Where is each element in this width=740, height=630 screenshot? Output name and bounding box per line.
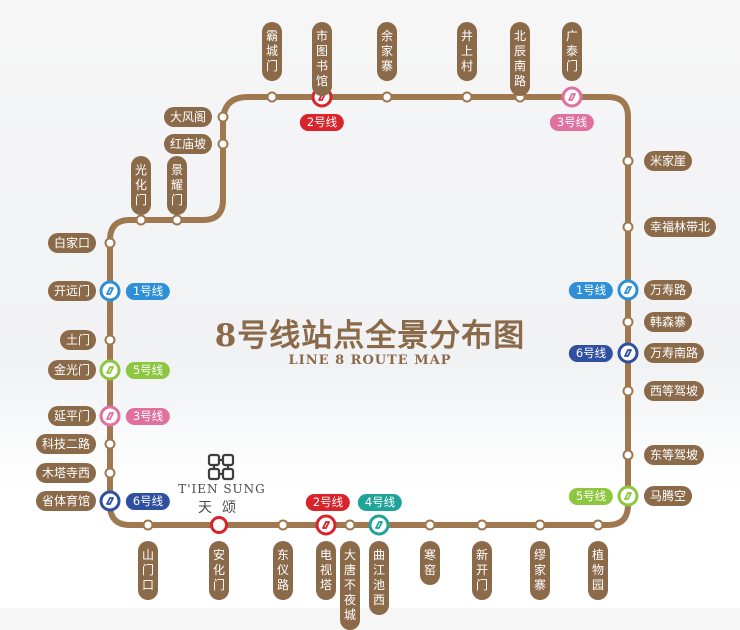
station-label: 万寿路 — [644, 280, 693, 300]
station-dot — [424, 519, 436, 531]
station-labels: 霸城门 市图书馆 余家寨 井上村 北辰南路 广泰门 大风阁 红庙坡 光化门 景耀… — [35, 22, 717, 630]
station-label: 井上村 — [457, 22, 477, 81]
station-label: 广泰门 — [562, 22, 582, 81]
station-label: 金光门 — [47, 360, 96, 380]
transfer-icon — [561, 86, 583, 108]
station-label: 白家口 — [47, 233, 96, 253]
station-label: 景耀门 — [167, 156, 187, 215]
station-label: 万寿南路 — [644, 343, 705, 363]
station-dot — [135, 214, 147, 226]
line2-badge: 2号线 — [299, 114, 345, 131]
transfer-icon — [617, 485, 639, 507]
station-label: 电视塔 — [316, 541, 336, 600]
station-dot — [104, 334, 116, 346]
line1-badge: 1号线 — [125, 283, 171, 300]
station-dot — [381, 91, 393, 103]
line6-badge: 6号线 — [125, 493, 171, 510]
station-label: 大风阁 — [163, 107, 212, 127]
station-dot — [104, 438, 116, 450]
line5-badge: 5号线 — [568, 488, 614, 505]
transfer-icon — [99, 405, 121, 427]
station-label: 科技二路 — [35, 434, 96, 454]
transfer-icon — [368, 514, 390, 536]
line3-badge: 3号线 — [549, 114, 595, 131]
station-label: 市图书馆 — [312, 22, 332, 96]
station-label: 安化门 — [209, 541, 229, 600]
station-label: 大唐不夜城 — [340, 541, 360, 630]
map-subtitle: LINE 8 ROUTE MAP — [288, 353, 452, 368]
tiensung-knot-logo — [207, 453, 235, 481]
brand-name-cn: 天颂 — [198, 500, 246, 516]
station-dot — [476, 519, 488, 531]
station-label: 开远门 — [47, 281, 96, 301]
station-label: 光化门 — [131, 156, 151, 215]
station-label: 东仪路 — [273, 541, 293, 600]
station-dot — [534, 519, 546, 531]
station-label: 省体育馆 — [35, 491, 96, 511]
transfer-icon — [617, 342, 639, 364]
transfer-icon — [99, 490, 121, 512]
station-dot — [622, 155, 634, 167]
station-dot — [622, 316, 634, 328]
station-dot — [217, 138, 229, 150]
station-dot — [344, 519, 356, 531]
highlight-station-anhuamen — [210, 516, 228, 534]
station-dot — [461, 91, 473, 103]
transfer-icon — [99, 280, 121, 302]
station-dot — [104, 467, 116, 479]
station-dot — [592, 519, 604, 531]
transfer-icon — [617, 279, 639, 301]
station-label: 曲江池西 — [369, 541, 389, 615]
station-label: 霸城门 — [262, 22, 282, 81]
station-dot — [142, 519, 154, 531]
station-label: 马腾空 — [644, 486, 693, 506]
line1-badge: 1号线 — [568, 282, 614, 299]
station-dot — [266, 91, 278, 103]
station-label: 东等驾坡 — [644, 445, 705, 465]
transfer-icon — [315, 514, 337, 536]
station-label: 西等驾坡 — [644, 381, 705, 401]
line4-badge: 4号线 — [357, 494, 403, 511]
line5-badge: 5号线 — [125, 362, 171, 379]
station-dot — [622, 385, 634, 397]
station-dot — [622, 221, 634, 233]
station-label: 寒窑 — [420, 541, 440, 585]
station-dot — [622, 449, 634, 461]
station-dot — [277, 519, 289, 531]
station-dot — [104, 237, 116, 249]
transfer-icon — [99, 359, 121, 381]
station-label: 幸福林带北 — [644, 217, 717, 237]
map-title: 8号线站点全景分布图 — [214, 318, 526, 354]
line2-badge: 2号线 — [305, 494, 351, 511]
station-label: 北辰南路 — [510, 22, 530, 96]
line3-badge: 3号线 — [125, 408, 171, 425]
station-dot — [217, 111, 229, 123]
station-label: 红庙坡 — [163, 134, 212, 154]
station-dot — [171, 214, 183, 226]
station-label: 延平门 — [47, 406, 96, 426]
station-label: 山门口 — [138, 541, 158, 600]
station-label: 木塔寺西 — [35, 463, 96, 483]
station-label: 余家寨 — [377, 22, 397, 81]
station-label: 新开门 — [472, 541, 492, 600]
station-label: 米家崖 — [644, 151, 693, 171]
station-label: 植物园 — [588, 541, 608, 600]
line6-badge: 6号线 — [568, 345, 614, 362]
station-label: 土门 — [59, 330, 96, 350]
station-label: 缪家寨 — [530, 541, 550, 600]
station-label: 韩森寨 — [644, 312, 693, 332]
brand-name-en: T'IEN SUNG — [178, 482, 266, 496]
